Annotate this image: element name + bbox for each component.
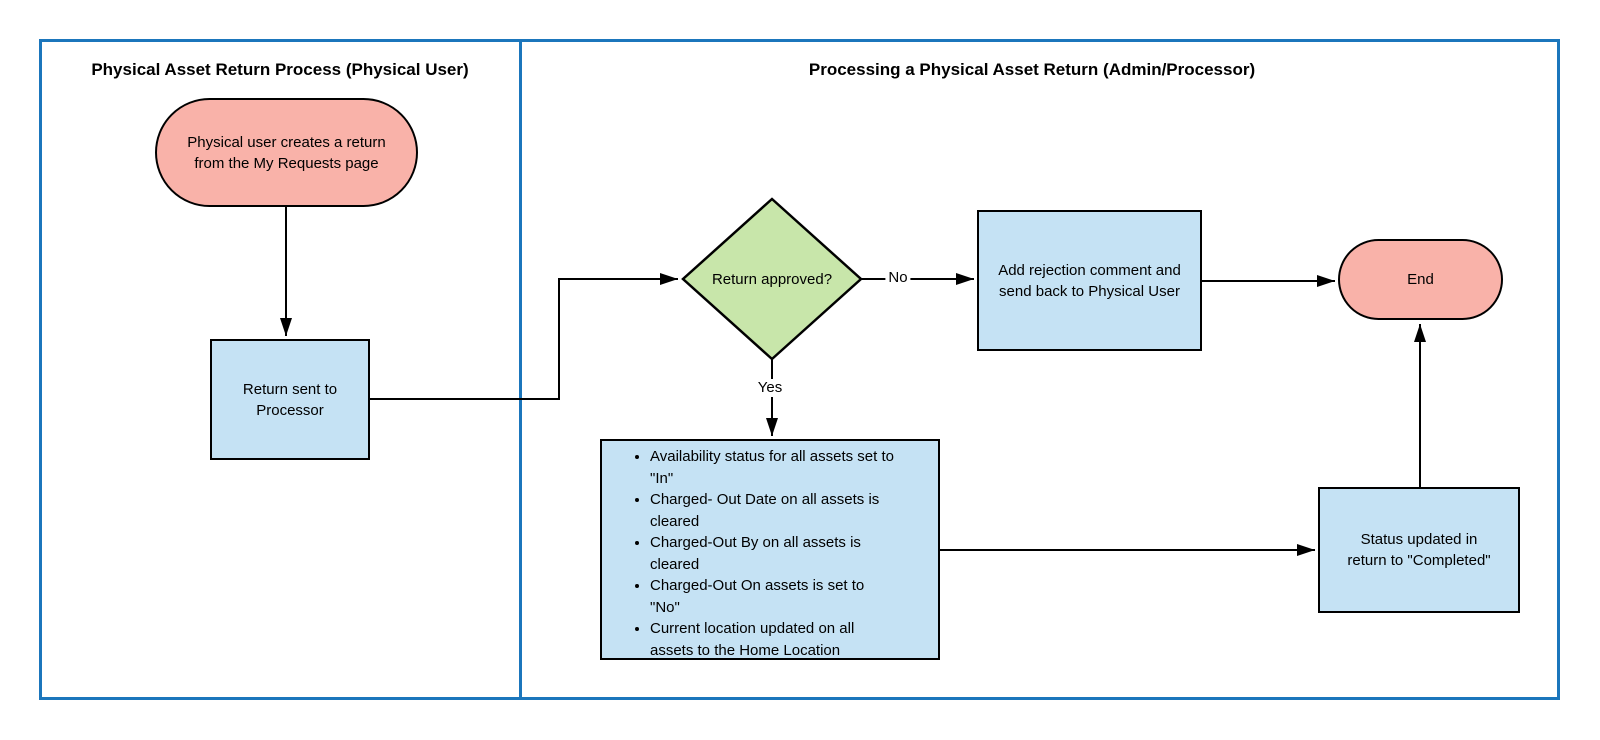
node-status-updated-completed: Status updated in return to "Completed" [1318,487,1520,613]
lane-title-physical-user: Physical Asset Return Process (Physical … [91,60,469,79]
lane-title-admin-processor: Processing a Physical Asset Return (Admi… [808,60,1256,79]
node-add-rejection-comment: Add rejection comment and send back to P… [977,210,1202,351]
lane-divider [519,39,522,697]
node-decision-return-approved: Return approved? [711,270,833,288]
node-return-sent-to-processor: Return sent to Processor [210,339,370,460]
list-item: Current location updated on all assets t… [650,618,938,661]
list-item: Availability status for all assets set t… [650,446,938,489]
node-approved-actions-list: Availability status for all assets set t… [600,439,940,660]
node-end: End [1338,239,1503,320]
diagram-border [39,39,1560,700]
actions-list: Availability status for all assets set t… [602,446,938,661]
list-item: Charged-Out On assets is set to "No" [650,575,938,618]
list-item: Charged- Out Date on all assets is clear… [650,489,938,532]
edge-label-no: No [885,269,911,287]
edge-label-yes: Yes [754,379,786,397]
list-item: Charged-Out By on all assets is cleared [650,532,938,575]
node-start: Physical user creates a return from the … [155,98,418,207]
